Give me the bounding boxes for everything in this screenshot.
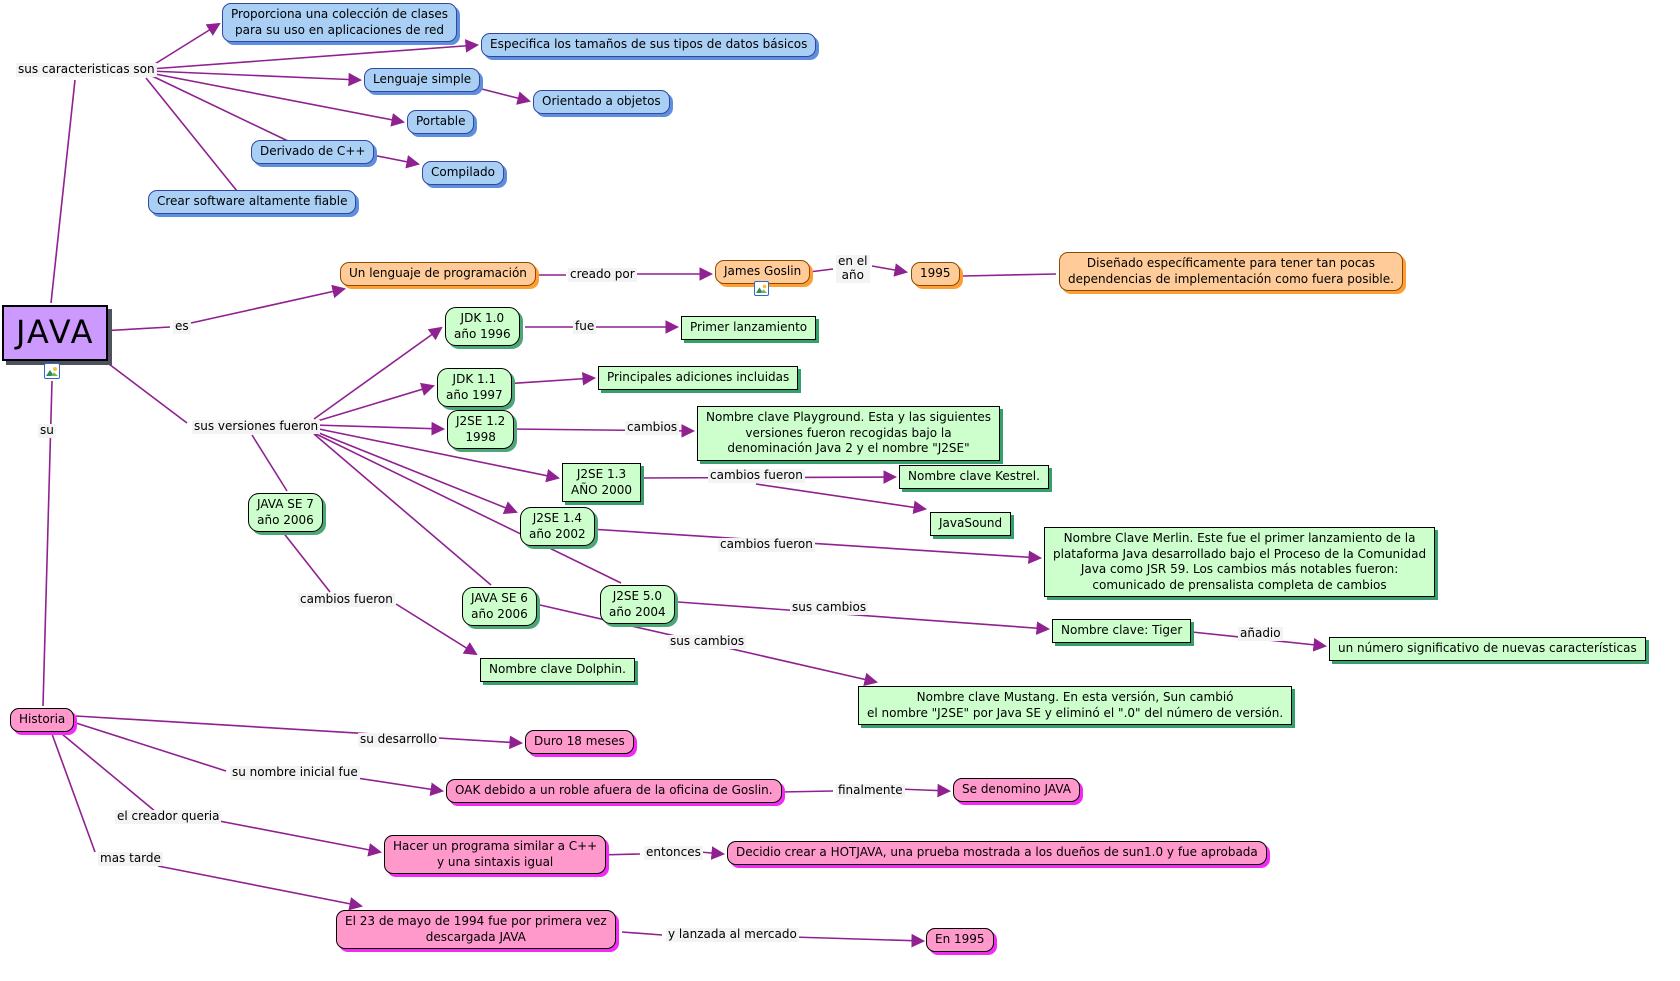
node-historia[interactable]: Historia — [10, 708, 75, 732]
label-finalmente[interactable]: finalmente — [836, 783, 905, 798]
label-anadio[interactable]: añadio — [1238, 626, 1283, 641]
label-su[interactable]: su — [38, 423, 56, 438]
node-playground[interactable]: Nombre clave Playground. Esta y las sigu… — [697, 406, 1001, 461]
label-sus-caracteristicas[interactable]: sus caracteristicas son — [16, 62, 157, 77]
picture-icon-glyph — [756, 284, 767, 293]
label-fue[interactable]: fue — [573, 319, 597, 334]
label-creado-por[interactable]: creado por — [568, 267, 637, 282]
node-hotjava[interactable]: Decidio crear a HOTJAVA, una prueba most… — [727, 841, 1267, 865]
node-j2se-1-2[interactable]: J2SE 1.2 1998 — [447, 410, 515, 450]
node-j2se-5-0[interactable]: J2SE 5.0 año 2004 — [600, 585, 675, 625]
label-cambios[interactable]: cambios — [625, 420, 680, 435]
node-se-denomino-java[interactable]: Se denomino JAVA — [953, 778, 1080, 802]
node-portable[interactable]: Portable — [407, 110, 475, 134]
label-el-creador-queria[interactable]: el creador queria — [115, 809, 222, 824]
label-entonces[interactable]: entonces — [644, 845, 703, 860]
node-orientado-objetos[interactable]: Orientado a objetos — [533, 90, 670, 114]
label-y-lanzada[interactable]: y lanzada al mercado — [666, 927, 799, 942]
node-merlin[interactable]: Nombre Clave Merlin. Este fue el primer … — [1044, 527, 1436, 598]
label-cambios-fueron-3[interactable]: cambios fueron — [298, 592, 395, 607]
node-un-lenguaje-de-programacion[interactable]: Un lenguaje de programación — [340, 262, 536, 286]
label-su-nombre-inicial[interactable]: su nombre inicial fue — [230, 765, 360, 780]
node-derivado-cpp[interactable]: Derivado de C++ — [251, 140, 375, 164]
label-es[interactable]: es — [173, 319, 191, 334]
node-dolphin[interactable]: Nombre clave Dolphin. — [480, 658, 635, 682]
node-jdk-1-0[interactable]: JDK 1.0 año 1996 — [445, 307, 520, 347]
label-cambios-fueron-1[interactable]: cambios fueron — [708, 468, 805, 483]
label-cambios-fueron-2[interactable]: cambios fueron — [718, 537, 815, 552]
node-tiger[interactable]: Nombre clave: Tiger — [1052, 619, 1192, 643]
node-java-se-7[interactable]: JAVA SE 7 año 2006 — [248, 493, 323, 533]
node-1995[interactable]: 1995 — [911, 262, 960, 286]
node-especifica-tamanos[interactable]: Especifica los tamaños de sus tipos de d… — [481, 33, 817, 57]
node-j2se-1-4[interactable]: J2SE 1.4 año 2002 — [520, 507, 595, 547]
node-crear-software-fiable[interactable]: Crear software altamente fiable — [148, 190, 357, 214]
label-mas-tarde[interactable]: mas tarde — [98, 851, 163, 866]
node-java[interactable]: JAVA — [2, 305, 109, 361]
node-j2se-1-3[interactable]: J2SE 1.3 AÑO 2000 — [562, 463, 641, 503]
node-primer-lanzamiento[interactable]: Primer lanzamiento — [681, 316, 817, 340]
node-hacer-programa[interactable]: Hacer un programa similar a C++ y una si… — [384, 835, 607, 875]
node-descarga-1994[interactable]: El 23 de mayo de 1994 fue por primera ve… — [336, 910, 616, 950]
picture-icon[interactable] — [754, 281, 769, 296]
node-java-se-6[interactable]: JAVA SE 6 año 2006 — [462, 587, 537, 627]
picture-icon[interactable] — [44, 363, 60, 379]
label-en-el-ano[interactable]: en el año — [836, 254, 870, 283]
node-lenguaje-simple[interactable]: Lenguaje simple — [364, 68, 481, 92]
node-proporciona-clases[interactable]: Proporciona una colección de clases para… — [222, 3, 458, 43]
node-duro-18-meses[interactable]: Duro 18 meses — [525, 730, 634, 754]
node-compilado[interactable]: Compilado — [422, 161, 505, 185]
label-sus-versiones-fueron[interactable]: sus versiones fueron — [192, 419, 321, 434]
node-javasound[interactable]: JavaSound — [930, 512, 1012, 536]
label-su-desarrollo[interactable]: su desarrollo — [358, 732, 440, 747]
node-disenado-especificamente[interactable]: Diseñado específicamente para tener tan … — [1059, 252, 1403, 292]
label-sus-cambios-2[interactable]: sus cambios — [668, 634, 747, 649]
picture-icon-glyph — [46, 367, 58, 376]
node-kestrel[interactable]: Nombre clave Kestrel. — [899, 465, 1049, 489]
node-mustang[interactable]: Nombre clave Mustang. En esta versión, S… — [858, 686, 1293, 726]
node-principales-adiciones[interactable]: Principales adiciones incluidas — [598, 366, 799, 390]
node-jdk-1-1[interactable]: JDK 1.1 año 1997 — [437, 368, 512, 408]
node-oak[interactable]: OAK debido a un roble afuera de la ofici… — [446, 779, 782, 803]
node-en-1995[interactable]: En 1995 — [926, 928, 994, 952]
node-nuevas-caracteristicas[interactable]: un número significativo de nuevas caract… — [1329, 637, 1646, 661]
label-sus-cambios-1[interactable]: sus cambios — [790, 600, 869, 615]
node-james-goslin[interactable]: James Goslin — [715, 260, 811, 284]
